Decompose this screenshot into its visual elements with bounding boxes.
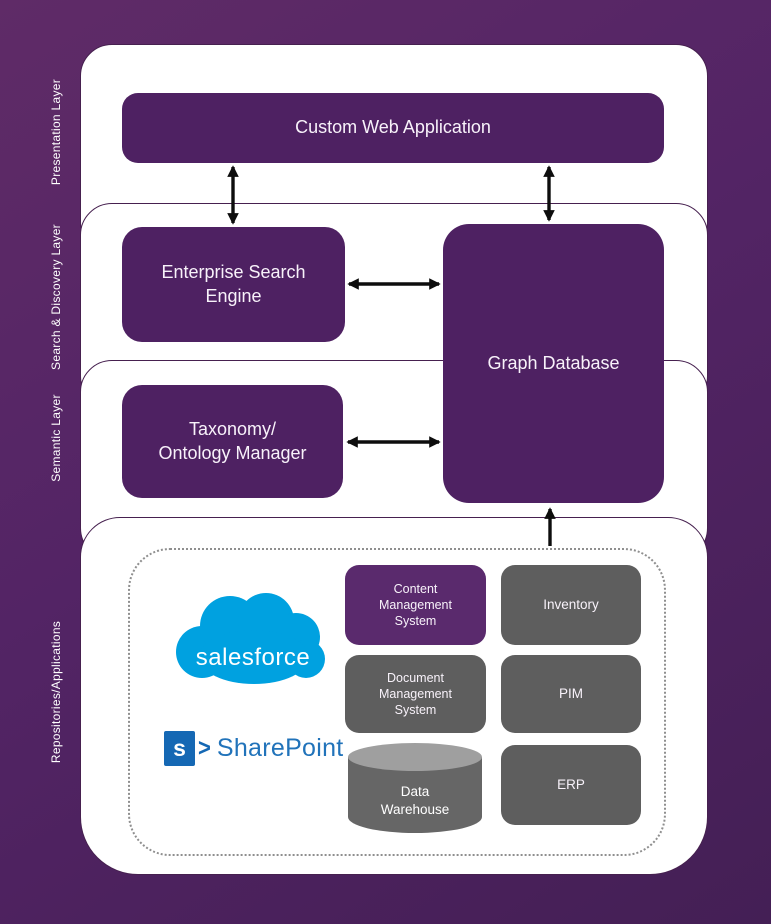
node-label: Data Warehouse — [380, 784, 450, 817]
repositories-container — [128, 548, 666, 856]
node-document-management-system: Document Management System — [345, 655, 486, 733]
sharepoint-logo-text: SharePoint — [216, 733, 344, 762]
sharepoint-chevron-icon: > — [198, 733, 211, 762]
node-pim: PIM — [501, 655, 641, 733]
node-label: ERP — [557, 777, 585, 793]
node-enterprise-search-engine: Enterprise Search Engine — [122, 227, 345, 342]
node-data-warehouse: Data Warehouse — [348, 743, 482, 833]
layer-label-repositories: Repositories/Applications — [49, 620, 63, 764]
database-cylinder-top — [348, 743, 482, 771]
node-content-management-system: Content Management System — [345, 565, 486, 645]
node-label: PIM — [558, 686, 583, 702]
node-label: Taxonomy/ Ontology Manager — [158, 419, 307, 463]
node-graph-database: Graph Database — [443, 224, 664, 503]
node-label: Document Management System — [379, 670, 452, 718]
layer-label-presentation: Presentation Layer — [49, 78, 63, 186]
sharepoint-logo: s > SharePoint — [164, 727, 344, 769]
node-taxonomy-ontology-manager: Taxonomy/ Ontology Manager — [122, 385, 343, 498]
node-label: Custom Web Application — [295, 117, 491, 138]
node-inventory: Inventory — [501, 565, 641, 645]
sharepoint-icon: s — [164, 730, 195, 766]
node-custom-web-application: Custom Web Application — [122, 93, 664, 163]
layer-label-search-discovery: Search & Discovery Layer — [49, 224, 63, 370]
salesforce-logo-text: salesforce — [196, 644, 310, 671]
node-label: Graph Database — [487, 352, 620, 373]
node-erp: ERP — [501, 745, 641, 825]
node-label: Enterprise Search Engine — [161, 262, 306, 306]
node-label: Content Management System — [379, 581, 452, 629]
layer-label-semantic: Semantic Layer — [49, 394, 63, 482]
node-label: Inventory — [543, 597, 599, 613]
salesforce-logo-icon: salesforce — [176, 593, 325, 684]
